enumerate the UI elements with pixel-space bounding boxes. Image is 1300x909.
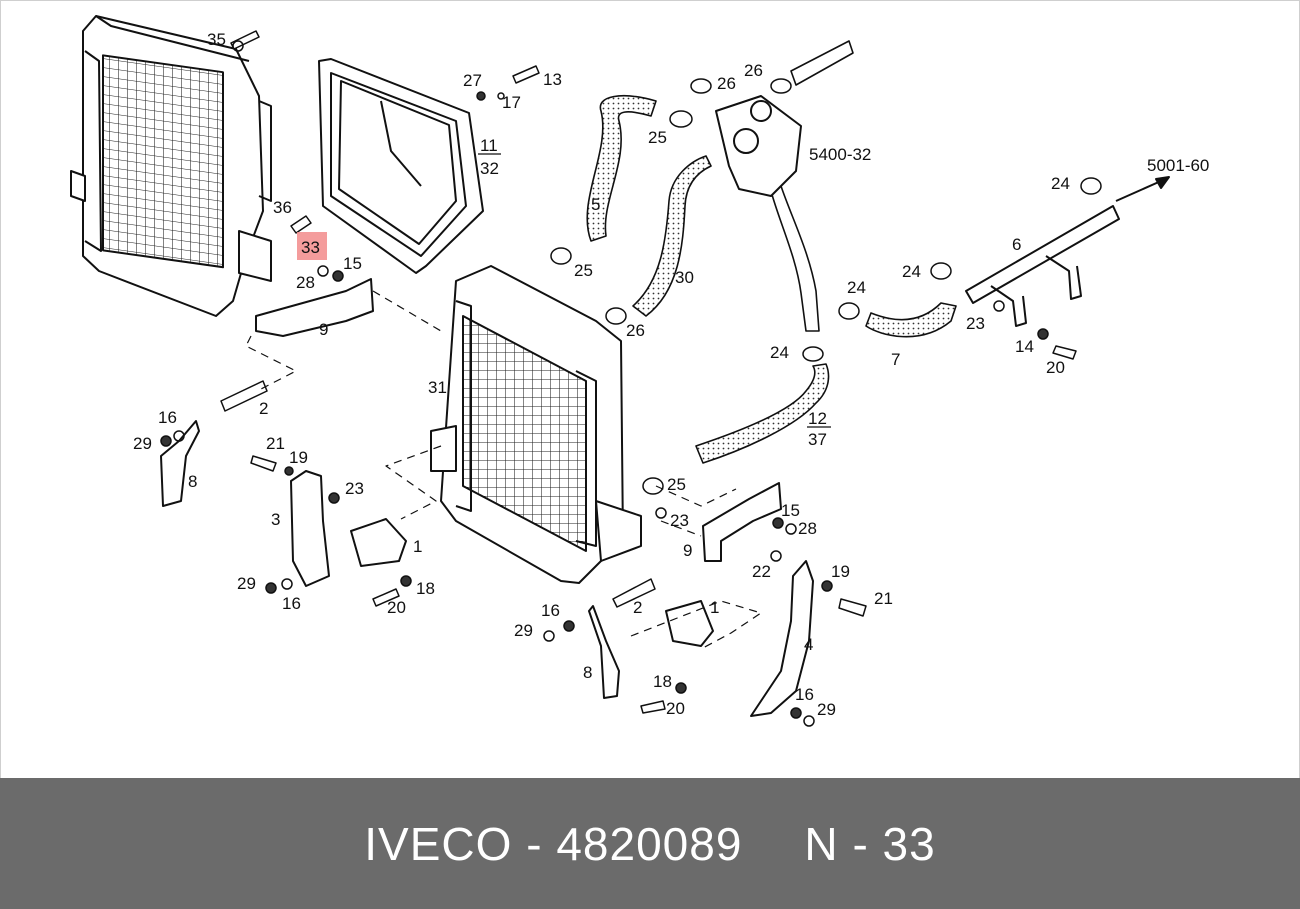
- part-label: 29: [133, 434, 152, 453]
- part-label: 24: [902, 262, 921, 281]
- part-label: 35: [207, 30, 226, 49]
- part-number: 4820089: [556, 817, 743, 870]
- hoses: [586, 40, 957, 464]
- part-label: 18: [416, 579, 435, 598]
- part-label: 1: [710, 598, 719, 617]
- fan-shroud: [318, 58, 484, 274]
- parts-drawing: 35 27 13 17 11 32 36 33 15 28 9 2 16 29 …: [70, 15, 1209, 727]
- part-label: 22: [752, 562, 771, 581]
- part-label: 2: [633, 598, 642, 617]
- part-label: 7: [891, 350, 900, 369]
- part-label: 20: [1046, 358, 1065, 377]
- part-label: 21: [266, 434, 285, 453]
- part-label: 28: [296, 273, 315, 292]
- part-label: 23: [966, 314, 985, 333]
- brackets: [160, 278, 814, 717]
- part-caption-bar: IVECO - 4820089 N - 33: [0, 778, 1300, 909]
- part-label: 16: [541, 601, 560, 620]
- part-label: 1: [413, 537, 422, 556]
- part-label: 17: [502, 93, 521, 112]
- part-label: 24: [847, 278, 866, 297]
- part-label: 9: [683, 541, 692, 560]
- part-label: 29: [514, 621, 533, 640]
- part-label: 4: [804, 635, 813, 654]
- part-label: 29: [237, 574, 256, 593]
- part-label: 31: [428, 378, 447, 397]
- part-label: 16: [282, 594, 301, 613]
- part-label: 15: [781, 501, 800, 520]
- part-label: 3: [271, 510, 280, 529]
- part-label: 27: [463, 71, 482, 90]
- part-labels: 35 27 13 17 11 32 36 33 15 28 9 2 16 29 …: [133, 30, 1209, 719]
- part-label: 14: [1015, 337, 1034, 356]
- part-label: 25: [574, 261, 593, 280]
- part-label: 5400-32: [809, 145, 871, 164]
- part-label: 26: [744, 61, 763, 80]
- part-label: 29: [817, 700, 836, 719]
- part-label: 5001-60: [1147, 156, 1209, 175]
- part-label: 23: [670, 511, 689, 530]
- part-label: 33: [301, 238, 320, 257]
- separator: -: [852, 817, 869, 870]
- part-label: 25: [648, 128, 667, 147]
- part-label: 12: [808, 409, 827, 428]
- part-label: 32: [480, 159, 499, 178]
- part-label: 20: [666, 699, 685, 718]
- part-label: 24: [770, 343, 789, 362]
- part-label: 19: [831, 562, 850, 581]
- reference-letter: N: [804, 817, 839, 870]
- part-label: 37: [808, 430, 827, 449]
- part-label: 8: [188, 472, 197, 491]
- part-label: 21: [874, 589, 893, 608]
- separator: -: [526, 817, 543, 870]
- part-label: 15: [343, 254, 362, 273]
- part-label: 26: [717, 74, 736, 93]
- part-label: 23: [345, 479, 364, 498]
- front-radiator: [430, 265, 642, 584]
- highlight-part-33: [297, 232, 327, 260]
- part-label: 36: [273, 198, 292, 217]
- thermostat-housing: [715, 95, 802, 197]
- pipe-6: [965, 205, 1120, 327]
- part-label: 9: [319, 320, 328, 339]
- assembly-lines: [245, 290, 762, 650]
- part-label: 6: [1012, 235, 1021, 254]
- part-label: 30: [675, 268, 694, 287]
- fraction-bars: [478, 153, 831, 428]
- left-radiator: [70, 15, 272, 317]
- part-label: 16: [795, 685, 814, 704]
- part-label: 8: [583, 663, 592, 682]
- part-label: 16: [158, 408, 177, 427]
- part-label: 20: [387, 598, 406, 617]
- part-label: 28: [798, 519, 817, 538]
- part-label: 13: [543, 70, 562, 89]
- part-label: 19: [289, 448, 308, 467]
- part-label: 26: [626, 321, 645, 340]
- part-label: 5: [591, 195, 600, 214]
- part-label: 24: [1051, 174, 1070, 193]
- arrow-5001-60: [1115, 176, 1170, 202]
- brand-name: IVECO: [364, 817, 513, 870]
- exploded-parts-diagram: 35 27 13 17 11 32 36 33 15 28 9 2 16 29 …: [0, 0, 1300, 778]
- part-label: 25: [667, 475, 686, 494]
- fasteners: [160, 30, 1102, 727]
- part-label: 2: [259, 399, 268, 418]
- part-label: 18: [653, 672, 672, 691]
- reference-number: 33: [882, 817, 936, 870]
- part-label: 11: [480, 136, 498, 155]
